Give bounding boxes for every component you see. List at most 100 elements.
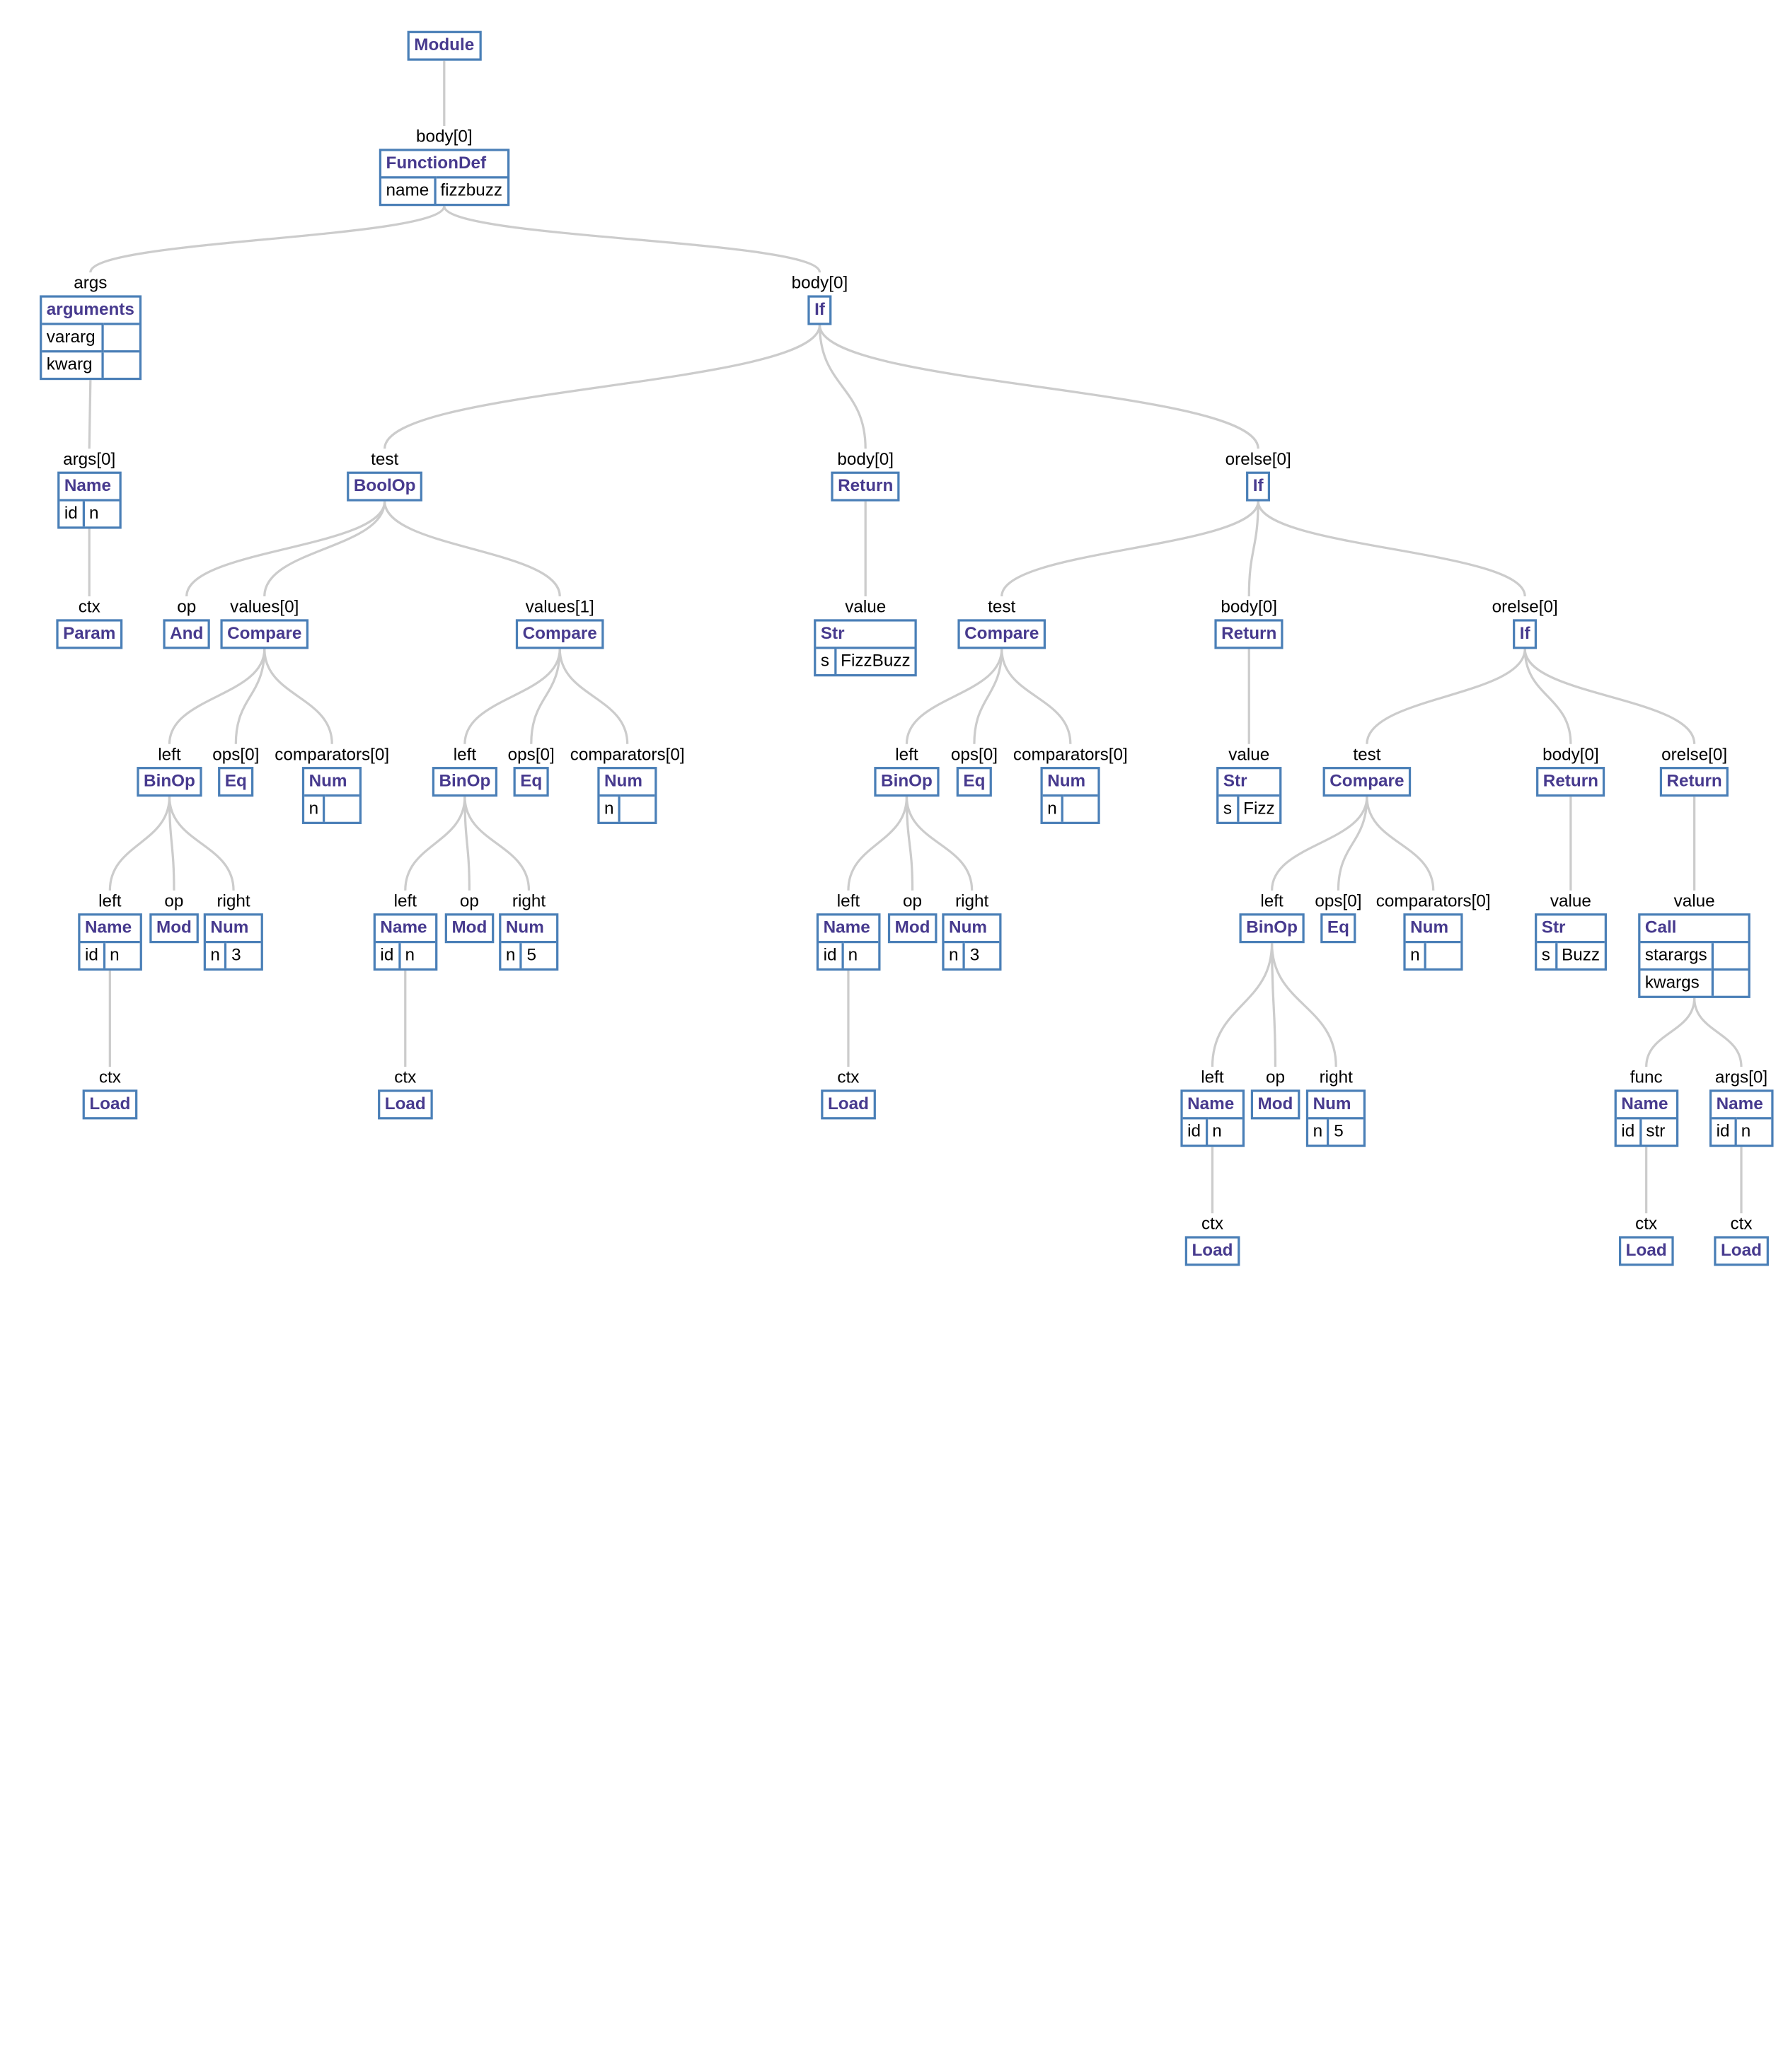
node-type-label: Return bbox=[1666, 771, 1722, 792]
node-type-label: BoolOp bbox=[353, 476, 416, 496]
field-value: 5 bbox=[519, 940, 557, 968]
edge-label: left bbox=[836, 891, 860, 911]
field-name: n bbox=[205, 940, 226, 968]
edge-label: comparators[0] bbox=[570, 745, 685, 765]
edge-label: op bbox=[177, 597, 197, 618]
field-value bbox=[323, 794, 360, 822]
node-type-label: Return bbox=[1221, 623, 1277, 644]
edge-label: left bbox=[1201, 1067, 1224, 1088]
node-eq: Eq bbox=[218, 767, 254, 797]
edge-layer bbox=[88, 60, 1743, 1214]
node-eq: Eq bbox=[513, 767, 549, 797]
field-value: n bbox=[398, 940, 435, 968]
edge-label: ctx bbox=[1201, 1214, 1223, 1234]
node-mod: Mod bbox=[887, 913, 938, 944]
edge-connector bbox=[558, 649, 629, 744]
node-type-label: Compare bbox=[964, 623, 1039, 644]
field-name: id bbox=[375, 940, 400, 968]
node-type-label: Eq bbox=[224, 771, 247, 792]
edge-label: args[0] bbox=[63, 449, 116, 470]
edge-connector bbox=[1693, 997, 1743, 1067]
node-type-label: Num bbox=[1047, 771, 1086, 792]
node-load: Load bbox=[821, 1089, 876, 1120]
node-type-label: Name bbox=[1621, 1094, 1668, 1114]
edge-connector bbox=[108, 797, 171, 891]
node-eq: Eq bbox=[1320, 913, 1356, 944]
node-type-label: Eq bbox=[963, 771, 986, 792]
node-type-label: If bbox=[814, 299, 825, 320]
edge-connector bbox=[1523, 649, 1572, 744]
field-value: n bbox=[1734, 1117, 1771, 1145]
edge-label: ops[0] bbox=[1315, 891, 1362, 911]
node-type-label: BinOp bbox=[144, 771, 195, 792]
node-type-label: FunctionDef bbox=[386, 153, 487, 173]
edge-connector bbox=[168, 797, 235, 891]
field-value: n bbox=[103, 940, 140, 968]
node-field-table: n bbox=[599, 794, 655, 822]
node-param: Param bbox=[56, 619, 123, 649]
node-type-label: Load bbox=[1192, 1240, 1233, 1261]
node-type-label: Num bbox=[949, 918, 987, 938]
edge-connector bbox=[383, 325, 821, 449]
node-compare: Compare bbox=[957, 619, 1046, 649]
edge-label: ops[0] bbox=[507, 745, 555, 765]
field-name: s bbox=[816, 647, 836, 675]
edge-connector bbox=[530, 649, 561, 744]
node-type-label: Load bbox=[1625, 1240, 1667, 1261]
node-type-label: BinOp bbox=[1246, 918, 1298, 938]
field-name: n bbox=[1042, 794, 1063, 822]
edge-connector bbox=[818, 325, 1259, 449]
node-binop: BinOp bbox=[874, 767, 940, 797]
node-type-label: Eq bbox=[1327, 918, 1349, 938]
node-return: Return bbox=[1536, 767, 1605, 797]
node-mod: Mod bbox=[1250, 1089, 1300, 1120]
node-type-label: Num bbox=[1410, 918, 1449, 938]
node-type-label: Name bbox=[84, 918, 132, 938]
edge-label: left bbox=[895, 745, 918, 765]
edge-label: body[0] bbox=[791, 273, 848, 294]
field-name: n bbox=[1405, 940, 1426, 968]
edge-label: comparators[0] bbox=[1013, 745, 1128, 765]
node-type-label: Num bbox=[1313, 1094, 1351, 1114]
field-value bbox=[618, 794, 655, 822]
edge-connector bbox=[1000, 649, 1072, 744]
edge-connector bbox=[185, 501, 386, 597]
edge-label: value bbox=[845, 597, 887, 618]
node-field-row: n bbox=[599, 794, 655, 822]
node-type-label: Str bbox=[820, 623, 845, 644]
field-value: Fizz bbox=[1236, 794, 1280, 822]
edge-label: value bbox=[1673, 891, 1715, 911]
edge-connector bbox=[1270, 943, 1277, 1067]
node-binop: BinOp bbox=[137, 767, 202, 797]
node-type-label: Load bbox=[1720, 1240, 1762, 1261]
node-type-label: Mod bbox=[156, 918, 192, 938]
node-load: Load bbox=[1714, 1236, 1769, 1266]
field-value: 3 bbox=[963, 940, 1000, 968]
node-type-label: Num bbox=[210, 918, 249, 938]
node-type-label: Load bbox=[384, 1094, 426, 1114]
edge-connector bbox=[1366, 649, 1526, 744]
edge-label: body[0] bbox=[415, 127, 473, 147]
